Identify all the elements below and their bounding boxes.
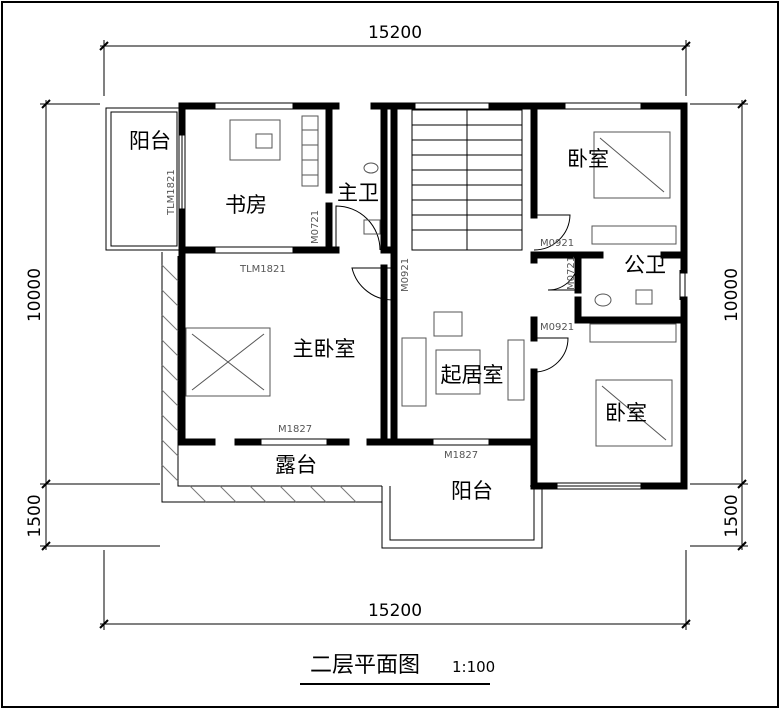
door-code-m0721-public: M0721 <box>566 256 577 290</box>
bedroom-ne-wardrobe <box>591 225 677 245</box>
living-coffee-table <box>435 349 481 395</box>
dim-bottom: 15200 <box>368 601 422 621</box>
study-wardrobe <box>301 115 319 187</box>
study-chair <box>255 133 273 149</box>
door-code-m0721-bath: M0721 <box>310 210 321 244</box>
walls <box>178 102 688 490</box>
thin-outlines <box>105 107 686 549</box>
furniture <box>185 115 677 447</box>
door-swings <box>335 205 579 373</box>
room-label-master-bedroom: 主卧室 <box>293 337 356 361</box>
door-code-m1827-master: M1827 <box>278 424 312 435</box>
dim-right-main: 10000 <box>722 268 742 322</box>
room-label-balcony-s: 阳台 <box>451 479 493 503</box>
windows <box>178 102 644 490</box>
living-tv-cabinet <box>507 339 525 401</box>
door-code-m0921-se: M0921 <box>540 322 574 333</box>
door-code-m1827-living: M1827 <box>444 450 478 461</box>
terrace-edge-hatch <box>161 264 357 503</box>
drawing-scale: 1:100 <box>452 658 495 676</box>
room-label-master-bath: 主卫 <box>337 181 379 205</box>
room-label-balcony-nw: 阳台 <box>129 129 171 153</box>
dim-top: 15200 <box>368 23 422 43</box>
door-code-tlm-master: TLM1821 <box>239 264 286 275</box>
room-label-public-bath: 公卫 <box>624 253 666 277</box>
room-label-living-room: 起居室 <box>441 363 504 387</box>
room-label-bedroom-ne: 卧室 <box>567 147 609 171</box>
bedroom-se-bed <box>595 379 673 447</box>
study-desk <box>229 119 281 161</box>
living-armchair <box>433 311 463 337</box>
dimension-lines <box>40 40 748 630</box>
room-label-study: 书房 <box>225 193 267 217</box>
door-code-m0921-master: M0921 <box>400 258 411 292</box>
dim-left-main: 10000 <box>25 268 45 322</box>
door-code-m0921-ne: M0921 <box>540 238 574 249</box>
room-label-bedroom-se: 卧室 <box>605 401 647 425</box>
living-sofa <box>401 337 427 407</box>
master-bath-basin <box>363 162 379 174</box>
master-bed <box>185 327 271 397</box>
door-code-tlm-study: TLM1821 <box>166 169 177 216</box>
dim-left-balcony: 1500 <box>25 494 45 537</box>
public-bath-toilet <box>635 289 653 305</box>
bedroom-se-wardrobe <box>589 323 677 343</box>
drawing-title: 二层平面图 <box>310 653 420 678</box>
room-label-terrace: 露台 <box>275 453 317 477</box>
public-bath-basin <box>594 293 612 307</box>
dimension-ticks <box>41 41 747 629</box>
bedroom-ne-bed <box>593 131 671 199</box>
dim-right-balcony: 1500 <box>722 494 742 537</box>
master-bath-toilet <box>363 219 381 235</box>
staircase <box>411 109 523 251</box>
